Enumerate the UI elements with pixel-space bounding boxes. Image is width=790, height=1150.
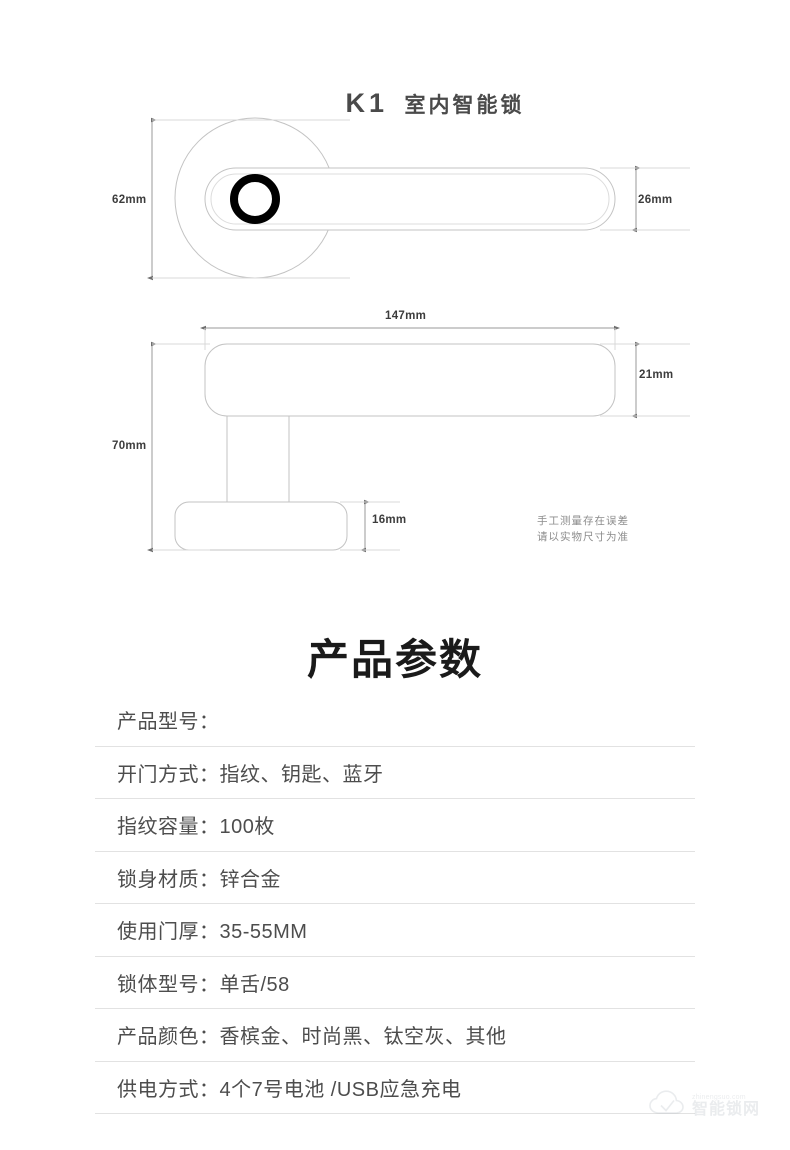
spec-row-power-supply: 供电方式：4个7号电池 /USB应急充电	[95, 1062, 695, 1114]
lever-neck-outline	[226, 415, 290, 509]
spec-text-lock-body-model: 锁体型号：单舌/58	[117, 973, 290, 996]
watermark-text: zhinengsuo.com 智能锁网	[692, 1094, 760, 1119]
site-watermark: zhinengsuo.com 智能锁网	[648, 1082, 788, 1130]
dimension-label-lever-width: 26mm	[638, 194, 673, 206]
spec-text-unlock-methods: 开门方式：指纹、钥匙、蓝牙	[117, 763, 384, 786]
measurement-note: 手工测量存在误差 请以实物尺寸为准	[537, 513, 629, 545]
spec-row-body-material: 锁身材质：锌合金	[95, 852, 695, 904]
side-view-group	[174, 343, 616, 551]
cloud-logo-icon	[648, 1089, 688, 1124]
fingerprint-sensor-ring	[230, 174, 280, 224]
spec-row-unlock-methods: 开门方式：指纹、钥匙、蓝牙	[95, 747, 695, 799]
measurement-note-line1: 手工测量存在误差	[537, 515, 629, 527]
spec-text-power-supply: 供电方式：4个7号电池 /USB应急充电	[117, 1078, 462, 1101]
watermark-site-name: 智能锁网	[692, 1100, 761, 1118]
dimension-label-height-top-view: 62mm	[112, 194, 147, 206]
spec-text-door-thickness: 使用门厚：35-55MM	[117, 921, 308, 944]
measurement-note-line2: 请以实物尺寸为准	[537, 531, 629, 543]
spec-text-body-material: 锁身材质：锌合金	[117, 868, 281, 891]
watermark-domain: zhinengsuo.com	[692, 1093, 746, 1101]
dimension-label-length: 147mm	[385, 310, 427, 322]
spec-row-colors: 产品颜色：香槟金、时尚黑、钛空灰、其他	[95, 1009, 695, 1062]
dimension-70mm	[147, 341, 210, 553]
dimension-62mm	[147, 117, 350, 281]
spec-text-colors: 产品颜色：香槟金、时尚黑、钛空灰、其他	[117, 1026, 507, 1049]
spec-row-fingerprint-capacity: 指纹容量：100枚	[95, 799, 695, 852]
lever-inner-outline	[210, 173, 610, 225]
technical-drawing: 62mm 26mm 147mm 21mm 70mm 16mm 手工测量存在误差 …	[112, 117, 690, 553]
spec-table: 产品型号： 开门方式：指纹、钥匙、蓝牙 指纹容量：100枚 锁身材质：锌合金 使…	[95, 694, 695, 1114]
product-model: K1	[345, 88, 389, 118]
base-plate-outline	[174, 501, 348, 551]
dimension-label-base-height: 16mm	[372, 514, 407, 526]
product-title: K1 室内智能锁	[0, 88, 790, 119]
spec-row-door-thickness: 使用门厚：35-55MM	[95, 904, 695, 957]
lever-outline	[204, 167, 616, 231]
side-lever-outline	[204, 343, 616, 417]
specs-heading: 产品参数	[306, 636, 483, 683]
dimension-label-total-height: 70mm	[112, 440, 147, 452]
drawing-svg	[147, 117, 690, 553]
dimension-147mm	[200, 325, 620, 350]
dimension-21mm	[600, 341, 690, 419]
product-name: 室内智能锁	[404, 93, 525, 117]
dimension-26mm	[600, 165, 690, 233]
spec-text-fingerprint-capacity: 指纹容量：100枚	[117, 816, 275, 839]
dimension-16mm	[340, 499, 400, 553]
dimension-label-lever-thickness: 21mm	[639, 369, 674, 381]
spec-text-model: 产品型号：	[117, 711, 220, 734]
spec-row-model: 产品型号：	[95, 694, 695, 747]
top-view-group	[174, 117, 616, 279]
spec-row-lock-body-model: 锁体型号：单舌/58	[95, 957, 695, 1009]
